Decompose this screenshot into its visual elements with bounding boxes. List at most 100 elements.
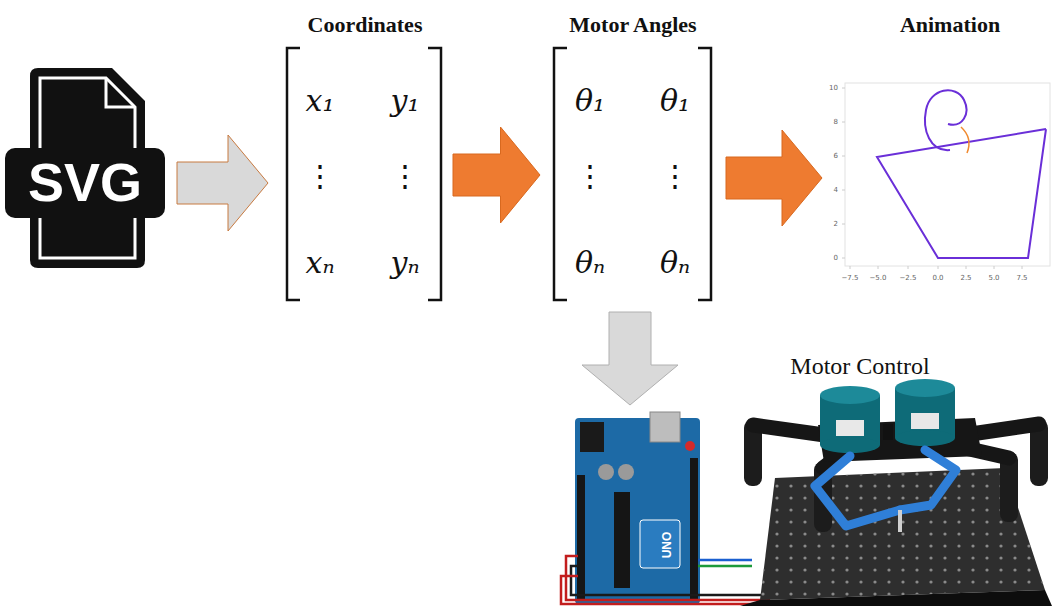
plot-part-part xyxy=(842,122,845,123)
matrix-bracket xyxy=(287,48,711,300)
arduino-board-part xyxy=(577,475,585,599)
axis-tick-label: 8 xyxy=(834,119,838,126)
axis-tick-label: 2 xyxy=(834,221,838,228)
plot-part-part xyxy=(850,266,851,269)
wire-part xyxy=(571,566,770,595)
robot-illustration-part xyxy=(836,420,864,436)
arduino-board-part xyxy=(640,520,680,568)
matrix-entry: θ₁ xyxy=(575,84,605,117)
plot-part xyxy=(925,90,966,150)
plot-part-part xyxy=(842,156,845,157)
arduino-board-part xyxy=(580,422,604,452)
arduino-node: UNO xyxy=(560,412,725,606)
arduino-board-part xyxy=(618,464,634,480)
plot-part-part xyxy=(842,190,845,191)
matrix-node: Motor Angles θ₁ θ₁ ⋮ ⋮ θₙ θₙ xyxy=(548,5,718,305)
wire-part xyxy=(561,576,770,604)
arduino-board-part xyxy=(614,492,630,588)
plot-part-part xyxy=(1022,266,1023,269)
matrix-bracket-part xyxy=(698,48,711,300)
plot-part xyxy=(961,127,969,153)
matrix-ellipsis: ⋮ xyxy=(305,159,335,192)
matrix-entry: yₙ xyxy=(390,246,419,279)
axis-tick-label: 0.0 xyxy=(932,275,943,282)
block-arrow xyxy=(177,135,268,231)
axis-tick-label: 6 xyxy=(834,153,838,160)
robot-illustration-part xyxy=(740,590,1052,606)
matrix-entry: x₁ xyxy=(306,84,335,117)
robot-illustration-part xyxy=(898,510,902,532)
matrix-node: Coordinates x₁ y₁ ⋮ ⋮ xₙ yₙ xyxy=(280,5,445,305)
robot-illustration-part-part xyxy=(900,450,956,510)
file-icon xyxy=(5,68,165,268)
matrix-ellipsis: ⋮ xyxy=(660,159,690,192)
axis-tick-label: 10 xyxy=(829,85,838,92)
matrix-heading: Coordinates xyxy=(308,13,423,37)
plot-part xyxy=(845,83,1050,266)
matrix-entry: θₙ xyxy=(575,246,605,279)
robot-node: Motor Control xyxy=(725,338,1052,606)
file-icon-part xyxy=(106,78,135,107)
plot-heading: Animation xyxy=(900,13,1000,37)
robot-illustration xyxy=(740,379,1052,606)
matrix-entry: y₁ xyxy=(391,84,420,117)
axis-tick-label: 7.5 xyxy=(1016,275,1027,282)
robot-illustration-part xyxy=(815,450,956,526)
plot-node: Animation xyxy=(830,5,1050,280)
plot-part xyxy=(877,129,1046,258)
axis-tick-label: −5.0 xyxy=(870,275,887,282)
plot-part-part xyxy=(842,258,845,259)
block-arrow xyxy=(582,312,678,405)
file-icon-node: SVG xyxy=(5,68,165,268)
arduino-board-part xyxy=(690,458,698,600)
robot-illustration-part xyxy=(883,424,893,440)
block-arrow xyxy=(726,130,822,226)
matrix-bracket-part xyxy=(287,48,300,300)
arduino-board-part xyxy=(650,412,680,442)
axis-tick-label: −2.5 xyxy=(900,275,917,282)
arduino-board-part xyxy=(598,464,614,480)
plot-part-part xyxy=(842,88,845,89)
robot-illustration-part-part xyxy=(815,456,900,526)
robot-heading: Motor Control xyxy=(790,353,929,379)
arduino-board-part xyxy=(685,441,695,451)
matrix-bracket-part xyxy=(554,48,567,300)
axis-tick-label: 0 xyxy=(834,255,838,262)
plot-part-part xyxy=(994,266,995,269)
matrix-ellipsis: ⋮ xyxy=(575,159,605,192)
matrix-entry: θ₁ xyxy=(660,84,690,117)
robot-illustration-part xyxy=(895,430,955,446)
axis-tick-label: 5.0 xyxy=(988,275,999,282)
board-label: UNO xyxy=(661,532,674,559)
robot-illustration-part xyxy=(911,413,939,429)
wire-part xyxy=(698,565,752,568)
plot-part-part xyxy=(878,266,879,269)
wire-part xyxy=(566,556,770,600)
block-arrow xyxy=(453,127,540,223)
plot-part-part xyxy=(908,266,909,269)
plot-part xyxy=(842,88,1022,269)
matrix-entry: xₙ xyxy=(305,246,334,279)
matrix-heading: Motor Angles xyxy=(569,13,696,37)
plot-part-part xyxy=(966,266,967,269)
wire xyxy=(561,556,770,604)
plot xyxy=(842,83,1050,269)
icon-label: SVG xyxy=(28,153,142,212)
wire-part xyxy=(698,559,752,562)
plot-part-part xyxy=(938,266,939,269)
arduino-board-part xyxy=(575,418,700,604)
robot-illustration-part xyxy=(895,379,955,397)
robot-illustration-part xyxy=(820,386,880,404)
matrix-entry: θₙ xyxy=(660,246,690,279)
matrix-ellipsis: ⋮ xyxy=(390,159,420,192)
plot-part-part xyxy=(842,224,845,225)
axis-tick-label: 2.5 xyxy=(960,275,971,282)
axis-tick-label: −7.5 xyxy=(842,275,859,282)
arduino-board xyxy=(575,412,700,604)
robot-illustration-part xyxy=(820,437,880,453)
axis-tick-label: 4 xyxy=(834,187,838,194)
matrix-bracket-part xyxy=(428,48,441,300)
